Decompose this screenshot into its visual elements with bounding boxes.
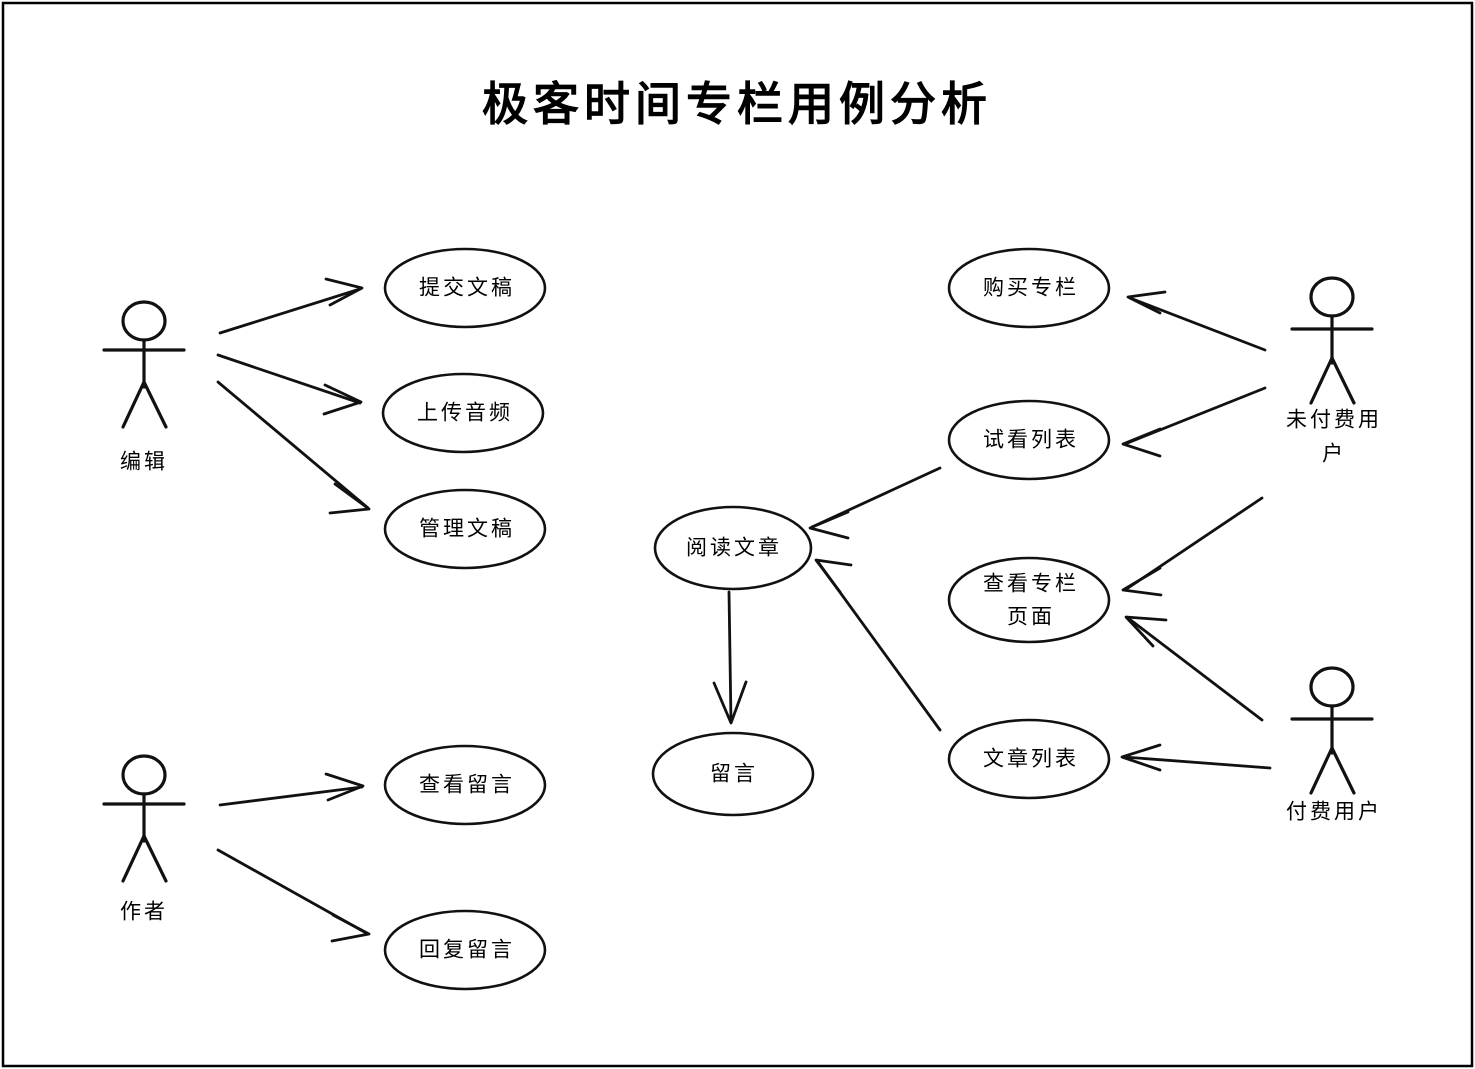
use-case-ellipse: [381, 372, 545, 454]
arrow-head-icon: [1121, 427, 1162, 458]
actor-unpaid-user[interactable]: 未付费用 户: [1286, 276, 1382, 466]
use-case-view-comments[interactable]: 查看留言: [383, 744, 547, 826]
use-case-article-list[interactable]: 文章列表: [947, 718, 1111, 800]
link-line: [1126, 616, 1264, 722]
use-case-label: 文章列表: [983, 748, 1079, 771]
actor-leg-right: [142, 834, 168, 883]
link-line: [727, 590, 733, 724]
link-paid-user-to-article-list: [1120, 743, 1272, 772]
link-line: [216, 380, 370, 510]
use-case-label: 回复留言: [419, 939, 515, 962]
use-case-buy-column[interactable]: 购买专栏: [947, 247, 1111, 329]
actor-label: 编辑: [120, 451, 168, 474]
link-author-to-view-comments: [218, 772, 365, 807]
use-case-label-line-1: 查看专栏: [983, 573, 1079, 596]
connector-layer: [216, 277, 1272, 943]
actor-leg-right: [1330, 356, 1356, 405]
arrow-head-icon: [1126, 290, 1167, 315]
link-preview-list-to-read-article: [808, 466, 942, 540]
use-case-ellipse: [383, 247, 547, 329]
arrow-head-icon: [1120, 743, 1162, 772]
link-paid-user-to-view-column-page: [1124, 615, 1264, 722]
use-case-leave-message[interactable]: 留言: [651, 731, 815, 817]
use-case-ellipse: [947, 556, 1111, 644]
arrow-head-icon: [814, 558, 853, 594]
use-case-label: 阅读文章: [686, 537, 782, 560]
use-case-upload-audio[interactable]: 上传音频: [381, 372, 545, 454]
link-line: [216, 353, 362, 405]
use-case-ellipse: [383, 909, 547, 991]
use-case-ellipse: [653, 505, 813, 591]
use-case-ellipse: [947, 399, 1111, 481]
use-case-label: 查看留言: [419, 774, 515, 797]
use-case-ellipse: [947, 718, 1111, 800]
actor-leg-left: [1309, 746, 1334, 795]
use-case-submit-draft[interactable]: 提交文稿: [383, 247, 547, 329]
arrow-head-icon: [322, 383, 363, 416]
actor-label: 付费用户: [1286, 801, 1382, 824]
arrow-head-icon: [808, 510, 850, 540]
actor-label: 作者: [120, 901, 168, 924]
arrow-head-icon: [330, 913, 371, 943]
link-editor-to-manage-draft: [216, 380, 371, 515]
use-case-label: 留言: [710, 763, 758, 786]
actor-head-icon: [121, 300, 167, 342]
actor-leg-left: [121, 834, 146, 883]
use-case-label: 购买专栏: [983, 277, 1079, 300]
link-line: [1122, 755, 1272, 770]
use-case-reply-comments[interactable]: 回复留言: [383, 909, 547, 991]
use-case-manage-draft[interactable]: 管理文稿: [383, 488, 547, 570]
actor-leg-right: [1330, 746, 1356, 795]
use-case-ellipse: [947, 247, 1111, 329]
page-title: 极客时间专栏用例分析: [482, 78, 992, 130]
arrow-head-icon: [324, 772, 365, 802]
use-case-layer: 提交文稿 上传音频 管理文稿 查看留言 回复留言 购买专栏: [381, 247, 1111, 991]
actor-leg-left: [121, 380, 146, 429]
use-case-ellipse: [383, 744, 547, 826]
use-case-view-column-page[interactable]: 查看专栏 页面: [947, 556, 1111, 644]
link-editor-to-submit-draft: [218, 277, 364, 335]
use-case-label: 管理文稿: [419, 518, 515, 541]
arrow-head-icon: [712, 680, 748, 725]
actor-author[interactable]: 作者: [102, 754, 186, 924]
arrow-head-icon: [324, 277, 364, 307]
use-case-label: 上传音频: [417, 402, 513, 425]
link-line: [218, 785, 364, 807]
actor-label-line-2: 户: [1322, 443, 1346, 466]
use-case-ellipse: [651, 731, 815, 817]
actor-layer: 编辑 作者 未付费用 户: [102, 276, 1382, 924]
link-editor-to-upload-audio: [216, 353, 363, 416]
actor-head-icon: [121, 754, 167, 796]
link-unpaid-user-to-view-column-page: [1121, 496, 1264, 597]
link-article-list-to-read-article: [814, 558, 942, 732]
link-line: [218, 287, 362, 335]
actor-editor[interactable]: 编辑: [102, 300, 186, 474]
arrow-head-icon: [1121, 566, 1163, 597]
use-case-label: 提交文稿: [419, 277, 515, 300]
use-case-label-line-2: 页面: [1007, 606, 1055, 629]
use-case-label: 试看列表: [983, 429, 1079, 452]
actor-leg-right: [142, 380, 168, 429]
link-read-article-to-leave-message: [712, 590, 748, 725]
link-unpaid-user-to-preview-list: [1121, 386, 1267, 458]
use-case-ellipse: [383, 488, 547, 570]
actor-paid-user[interactable]: 付费用户: [1286, 666, 1382, 824]
arrow-head-icon: [328, 482, 371, 515]
link-unpaid-user-to-buy-column: [1126, 290, 1267, 352]
link-line: [1128, 296, 1267, 352]
link-author-to-reply-comments: [216, 848, 371, 943]
actor-label-line-1: 未付费用: [1286, 409, 1382, 432]
arrow-head-icon: [1124, 615, 1168, 648]
actor-leg-left: [1309, 356, 1334, 405]
actor-head-icon: [1309, 666, 1355, 708]
use-case-read-article[interactable]: 阅读文章: [653, 505, 813, 591]
use-case-preview-list[interactable]: 试看列表: [947, 399, 1111, 481]
actor-head-icon: [1309, 276, 1355, 318]
